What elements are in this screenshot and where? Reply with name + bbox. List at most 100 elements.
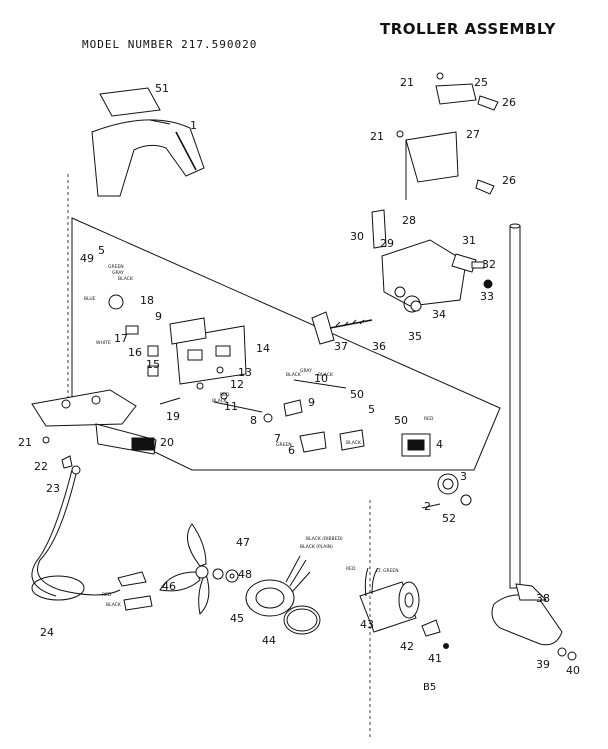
callout: 26 [502,174,516,187]
callout: 4 [436,438,443,451]
callout: 23 [46,482,60,495]
callout: 49 [80,252,94,265]
callout: 22 [34,460,48,473]
wire-label: GRAY [300,368,312,374]
callout: 48 [238,568,252,581]
callout: 41 [428,652,442,665]
callout: 38 [536,592,550,605]
callout: 21 [370,130,384,143]
callout: 33 [480,290,494,303]
steering-housing [371,209,493,313]
callout: 34 [432,308,446,321]
callout: 7 [274,432,281,445]
callout: 18 [140,294,154,307]
control-box-outline [67,174,501,471]
decal-part [99,87,161,117]
callout: 32 [482,258,496,271]
wire-label: BLACK [318,372,334,378]
callout: 43 [360,618,374,631]
switch-panel [169,317,247,385]
wire-label: WHITE [96,340,111,346]
motor [359,500,420,740]
callout: 20 [160,436,174,449]
callout: 44 [262,634,276,647]
callout: 9 [155,310,162,323]
wire-label: BLUE [84,296,96,302]
wire-label: BLACK (RIBBED) [306,536,343,542]
callout: 37 [334,340,348,353]
callout: 17 [114,332,128,345]
wire-label: BLACK [212,398,228,404]
speed-switch [401,433,431,457]
callout: 52 [442,512,456,525]
callout: 5 [368,403,375,416]
wire-label: LT. GREEN [376,568,399,574]
brush-parts [421,619,449,649]
lower-unit-housing [491,583,577,661]
power-cord [31,469,153,611]
callout: 27 [466,128,480,141]
callout: 2 [424,500,431,513]
cover-part [91,119,205,197]
mount-bracket-assembly [396,72,499,200]
callout: 5 [98,244,105,257]
page-code: B5 [423,682,437,693]
callout: 14 [256,342,270,355]
wire-label: BLACK [118,276,134,282]
page-title: TROLLER ASSEMBLY [380,20,556,38]
callout: 6 [288,444,295,457]
small-hardware [159,366,228,405]
wire-label: RED [346,566,356,572]
wire-label: GREEN [108,264,124,270]
callout: 42 [400,640,414,653]
callout: 19 [166,410,180,423]
callout: 8 [250,414,257,427]
speed-knob [421,473,472,509]
callout: 51 [155,82,169,95]
wire-label: RED [102,592,112,598]
callout: 21 [400,76,414,89]
callout: 39 [536,658,550,671]
callout: 13 [238,366,252,379]
callout: 12 [230,378,244,391]
callout: 21 [18,436,32,449]
handle-assembly [31,389,157,475]
callout: 29 [380,237,394,250]
model-number: MODEL NUMBER 217.590020 [82,38,258,51]
callout: 15 [146,358,160,371]
wire-label: BLACK [106,602,122,608]
callout: 25 [474,76,488,89]
wire-label: BLACK [346,440,362,446]
callout: 10 [314,372,328,385]
tension-knob [311,311,373,345]
callout: 1 [190,119,197,132]
wire-label: BLACK (PLAIN) [300,544,333,550]
callout: 11 [224,400,238,413]
switch-parts [108,294,365,453]
wire-label: GRAY [112,270,124,276]
callout: 50 [394,414,408,427]
motor-end-cap [245,555,311,617]
callout: 35 [408,330,422,343]
callout: 9 [308,396,315,409]
wire-label: RED [220,392,230,398]
callout: 40 [566,664,580,677]
callout: 28 [402,214,416,227]
callout: 46 [162,580,176,593]
callout: 3 [460,470,467,483]
callout: 30 [350,230,364,243]
callout: 24 [40,626,54,639]
callout: 47 [236,536,250,549]
o-ring [283,605,321,635]
callout-labels: 51 1 21 25 26 21 27 26 28 30 29 31 49 5 … [18,76,580,677]
wire-label: RED [424,416,434,422]
callout: 36 [372,340,386,353]
callout: 26 [502,96,516,109]
callout: 45 [230,612,244,625]
callout: 16 [128,346,142,359]
callout: 31 [462,234,476,247]
prop-nut [212,568,239,583]
shaft [509,223,521,589]
propeller [159,523,210,616]
